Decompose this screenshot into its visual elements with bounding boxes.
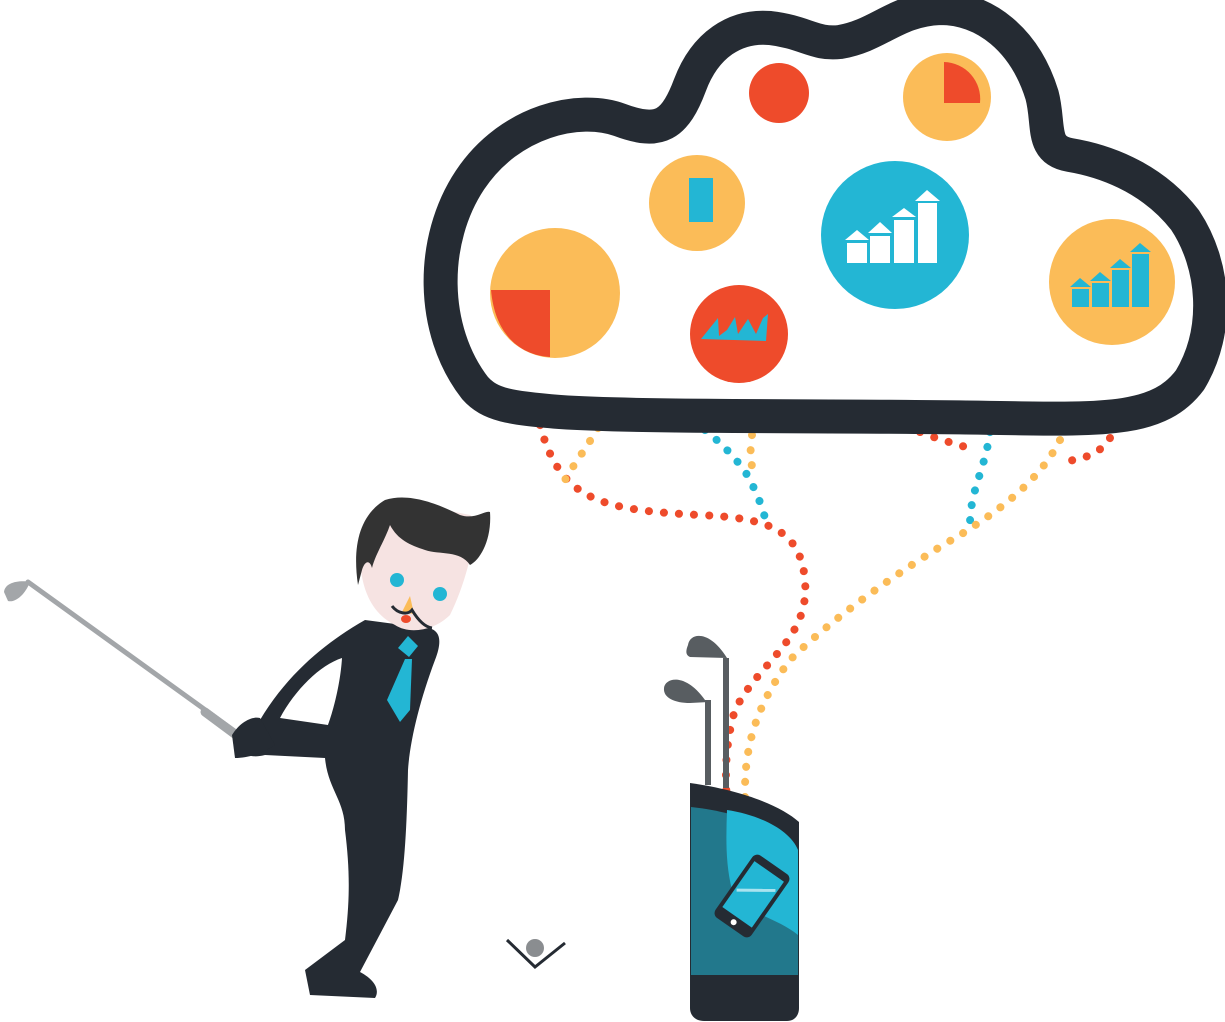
golfer-head [356,497,491,631]
golfer-hair [356,497,491,585]
golf-bag [663,635,799,1021]
golfer-eye-right [433,587,447,601]
pie-small-icon [903,53,991,141]
connection-orange-mid [746,431,757,474]
golfer-mustache [390,605,433,630]
connection-orange-right [740,436,1064,869]
tie-icon [387,636,418,722]
connection-red-far-right [1056,434,1114,466]
golf-ball-icon [505,938,566,969]
single-bar-icon [649,155,745,251]
smartphone-icon [714,854,790,938]
connection-red-right [916,428,979,454]
connection-cyan-mid [701,426,769,524]
bag-clubs-icon [663,635,729,788]
connection-orange-left [561,424,602,484]
golfer-mouth [401,615,411,623]
connection-cyan-right [966,428,994,529]
golfer [4,497,491,998]
data-cloud [423,0,1225,436]
connection-red-left [536,421,810,869]
golfer-hands [232,717,275,758]
red-dot-icon [749,63,809,123]
golfer-eye-left [390,573,404,587]
bar-chart-right-icon [1049,219,1175,345]
golf-club-icon [4,579,245,743]
bar-chart-large-icon [821,161,969,309]
golfer-suit [243,620,440,998]
pie-large-icon [490,228,620,358]
area-chart-icon [690,285,788,383]
data-connections [536,421,1114,869]
